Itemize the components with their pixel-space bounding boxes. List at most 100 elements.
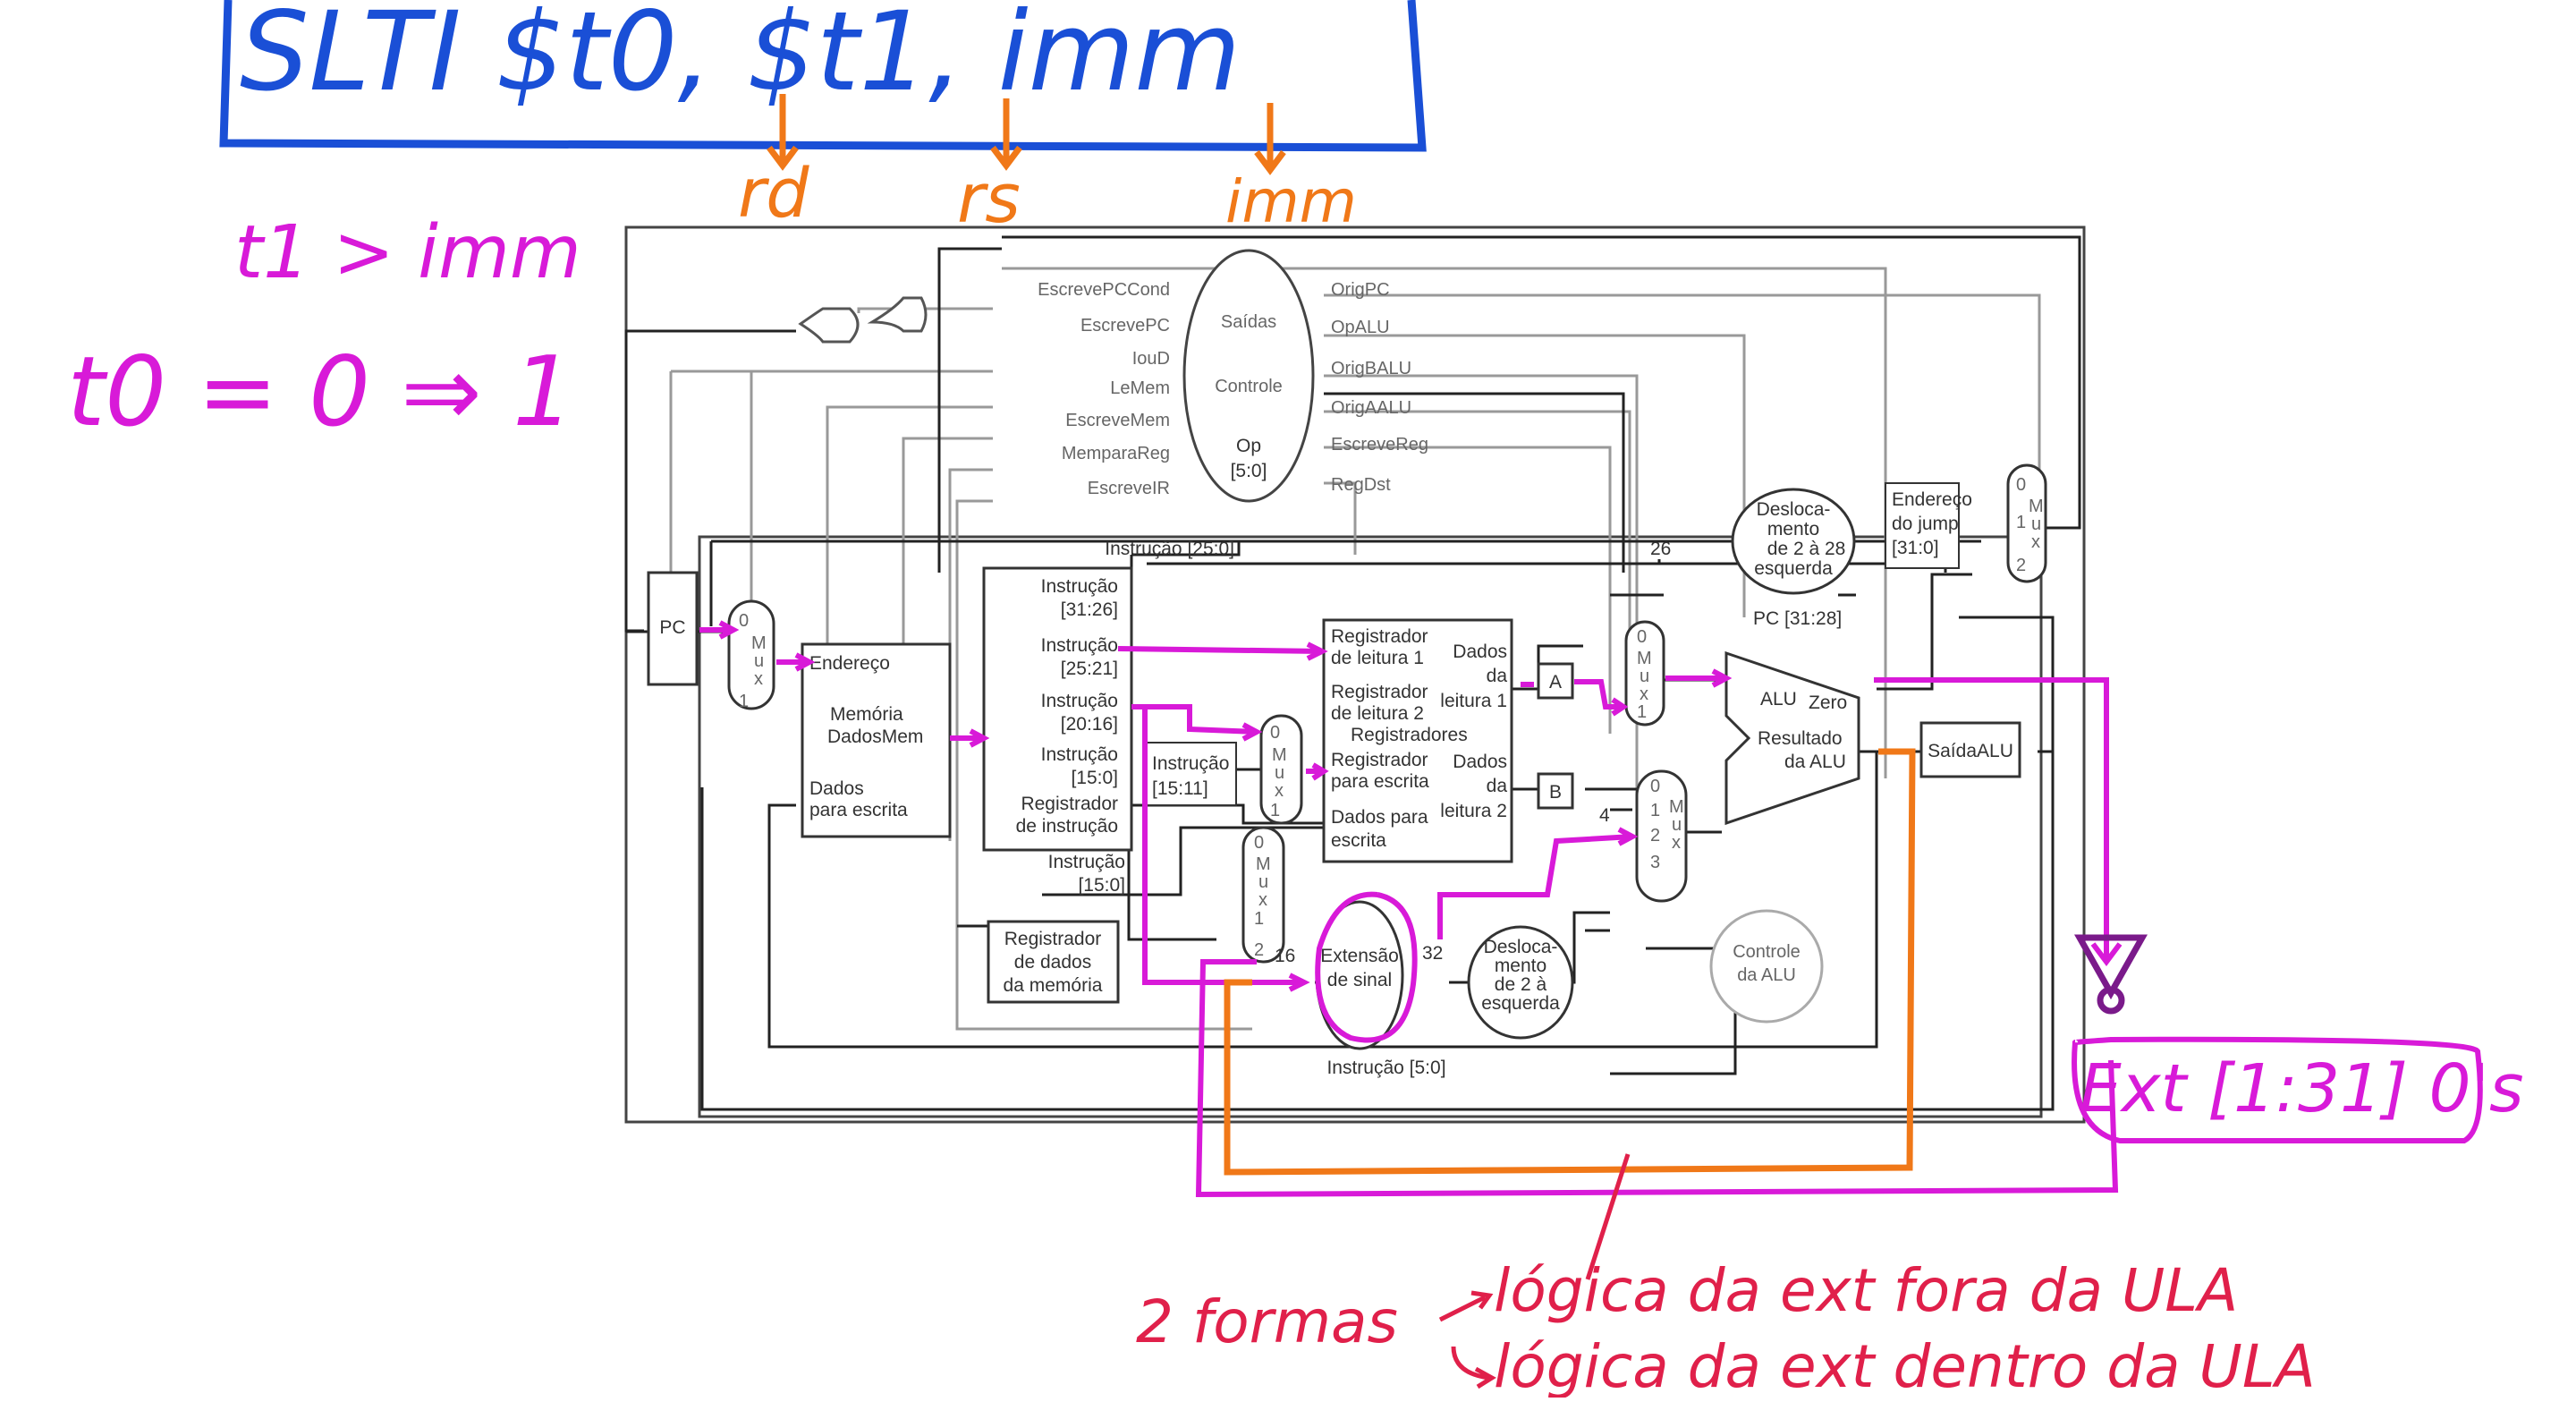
register-file-outputs: Dados da leitura 1 Dados da leitura 2 (1440, 642, 1507, 821)
or-gate (798, 307, 860, 344)
ir-field-15-0-bits: [15:0] (1071, 768, 1118, 788)
mux-pcsrc-letter-x: x (2031, 532, 2040, 552)
mux-b-port-1: 1 (1650, 801, 1660, 820)
mux-b-port-2: 2 (1650, 826, 1660, 845)
signal-opalu: OpALU (1331, 318, 1390, 337)
rs-to-read1-arrow (1117, 642, 1328, 661)
mem-to-ir-arrow (950, 728, 990, 748)
reg-title: Registradores (1351, 725, 1468, 745)
ir-field-20-16-bits: [20:16] (1061, 714, 1118, 735)
mux-regdst-port-1: 1 (1270, 801, 1280, 820)
purple-triangle-icon (2074, 934, 2148, 1015)
mux-a-letter-u: u (1640, 667, 1649, 686)
reg-read1-a: Registrador (1331, 626, 1428, 647)
red-annotations (1438, 1153, 1631, 1389)
mux-b-port-0: 0 (1650, 777, 1660, 796)
alu (1724, 650, 1860, 826)
field-rd-label: rd (738, 153, 809, 233)
magenta-path (699, 620, 2483, 1198)
ir-name-1: Registrador (1021, 794, 1118, 814)
signal-origbalu: OrigBALU (1331, 359, 1411, 378)
memory-name-2: DadosMem (827, 726, 923, 747)
jump-addr-1: Endereço (1892, 489, 1972, 510)
pc-label: PC (659, 617, 685, 638)
control-unit (1182, 249, 1315, 503)
mdr-line-3: da memória (1004, 975, 1103, 996)
field-rs-label: rs (957, 158, 1021, 238)
instr-5-0-label: Instrução [5:0] (1326, 1058, 1445, 1078)
reg-a (1537, 662, 1574, 700)
ir-field-31-26-label: Instrução (1041, 576, 1118, 597)
reg-data2-c: leitura 2 (1440, 801, 1507, 821)
mux-a-letter-x: x (1640, 684, 1648, 704)
memory-write-1: Dados (809, 778, 864, 799)
extension-note: Ext [1:31] 0's (2080, 1050, 2524, 1127)
control-op-bits: [5:0] (1231, 461, 1267, 481)
mux-regdst-port-0: 0 (1270, 723, 1280, 743)
mux-iord-letter-u: u (754, 651, 764, 671)
shift-jump-1: Desloca- (1757, 499, 1831, 520)
reg-read2-a: Registrador (1331, 682, 1428, 702)
memory-unit (801, 642, 952, 838)
memory-address-label: Endereço (809, 653, 890, 674)
mdr-line-1: Registrador (1004, 929, 1102, 949)
width-28: 28 (1825, 539, 1845, 559)
control-signals-right: OrigPC OpALU OrigBALU OrigAALU EscreveRe… (1331, 280, 1428, 495)
reg-data1-c: leitura 1 (1440, 691, 1507, 711)
mux-iord-port-0: 0 (739, 611, 749, 631)
pc-to-mux-arrow (699, 620, 740, 640)
ir-field-25-21-bits: [25:21] (1061, 659, 1118, 679)
sign-extend-2: de sinal (1327, 970, 1392, 990)
mux-memtoreg-letter-u: u (1258, 872, 1268, 892)
width-32: 32 (1422, 943, 1443, 964)
width-16: 16 (1275, 946, 1295, 966)
extension-box (2072, 1036, 2483, 1143)
alu-result-1: Resultado (1758, 728, 1843, 749)
ir-field-20-16-label: Instrução (1041, 691, 1118, 711)
way-1-note: lógica da ext fora da ULA (1494, 1256, 2238, 1325)
shift-jump-3: de 2 à (1767, 539, 1820, 559)
mux-to-writereg-arrow (1306, 762, 1329, 781)
instruction-text: SLTI $t0, $t1, imm (240, 0, 1241, 115)
alu-control-1: Controle (1733, 942, 1801, 962)
width-26: 26 (1650, 539, 1671, 559)
condition-note: t1 > imm (234, 210, 581, 295)
signal-escrevepccond: EscrevePCCond (1038, 280, 1170, 300)
pc-31-28: PC [31:28] (1753, 608, 1842, 629)
signal-origaalu: OrigAALU (1331, 398, 1411, 418)
arrow-way-1 (1438, 1290, 1494, 1322)
jump-addr-3: [31:0] (1892, 538, 1939, 558)
mux-pcsrc-letter-u: u (2031, 514, 2041, 534)
arrow-rd (767, 94, 799, 171)
jump-address (1885, 482, 1960, 569)
mux-memtoreg-port-1: 1 (1254, 909, 1264, 929)
shift-main-4: esquerda (1481, 993, 1560, 1014)
memory-data-register (987, 920, 1120, 1004)
shift-main-1: Desloca- (1484, 937, 1558, 957)
mux-memtoreg-letter-m: M (1256, 854, 1271, 874)
zero-to-ext-arrow (1874, 677, 2123, 966)
signal-regdst: RegDst (1331, 475, 1391, 495)
mux-b-letter-u: u (1672, 815, 1682, 835)
arrow-way-2 (1451, 1346, 1496, 1389)
mux-iord-letter-m: M (751, 633, 767, 653)
alu-zero: Zero (1809, 693, 1847, 713)
reg-b-label: B (1549, 782, 1562, 803)
ir-name-2: de instrução (1016, 816, 1118, 837)
mux-b-port-3: 3 (1650, 853, 1660, 872)
reg-read2-b: de leitura 2 (1331, 703, 1424, 724)
pointer-line (1585, 1153, 1631, 1280)
diagram-frame (624, 225, 2086, 1124)
reg-write-a: Registrador (1331, 750, 1428, 770)
ir-field-15-0-label: Instrução (1041, 744, 1118, 765)
mux-alusrca (1624, 620, 1665, 726)
mux-a-port-1: 1 (1637, 702, 1647, 722)
signal-escrevepc: EscrevePC (1080, 316, 1170, 336)
signal-escrevereg: EscreveReg (1331, 435, 1428, 455)
ir-field-25-21-label: Instrução (1041, 635, 1118, 656)
rt-to-mux-arrow (1131, 704, 1263, 742)
alu-result-loop (1224, 748, 1916, 1176)
ir-field-15-0b-bits: [15:0] (1078, 875, 1125, 896)
reg-data2-b: da (1487, 776, 1508, 796)
mux-a-port-0: 0 (1637, 627, 1647, 647)
